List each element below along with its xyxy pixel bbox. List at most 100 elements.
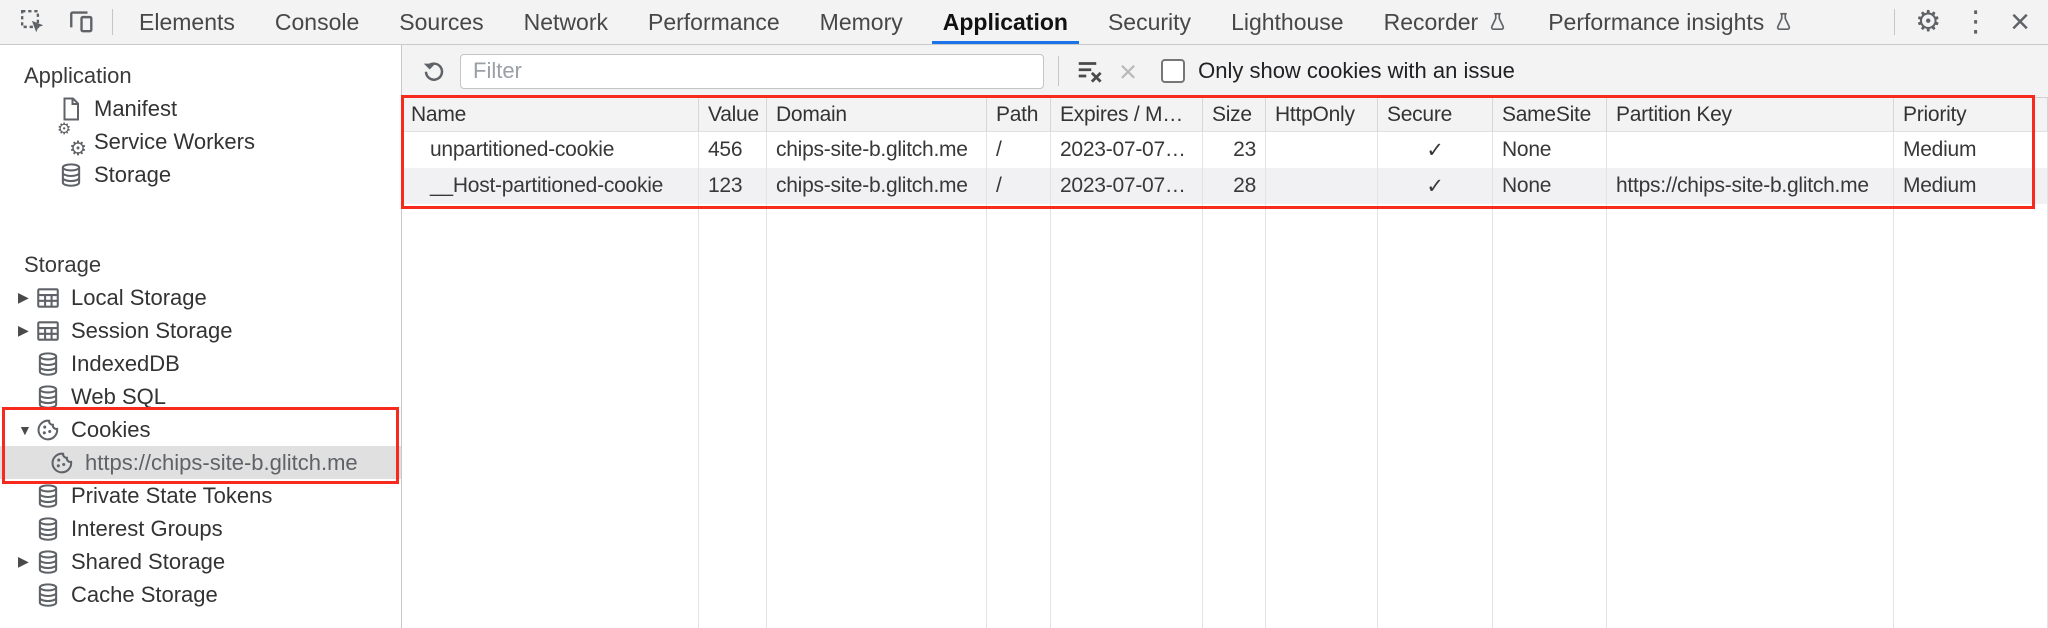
database-icon <box>34 548 62 576</box>
table-row-cell[interactable] <box>1607 132 1894 168</box>
table-row-cell-secure-check[interactable]: ✓ <box>1378 168 1493 204</box>
column-header-samesite[interactable]: SameSite <box>1493 98 1607 132</box>
tab-memory[interactable]: Memory <box>819 8 903 35</box>
sidebar-item-label: IndexedDB <box>71 350 180 376</box>
tab-performance-insights[interactable]: Performance insights <box>1528 0 1814 44</box>
sidebar-item-cache-storage[interactable]: Cache Storage <box>0 578 401 611</box>
table-row-cell[interactable]: 2023-07-07… <box>1051 168 1203 204</box>
table-row-cell[interactable]: Medium <box>1894 132 2048 168</box>
table-row-cell[interactable]: unpartitioned-cookie <box>402 132 699 168</box>
close-icon[interactable]: × <box>2010 3 2030 41</box>
column-header-httponly[interactable]: HttpOnly <box>1266 98 1378 132</box>
tab-strip: Elements Console Sources Network Perform… <box>119 0 1814 44</box>
only-issue-cookies-label: Only show cookies with an issue <box>1198 58 1515 83</box>
table-filler-cell <box>1266 204 1378 628</box>
sidebar-item-label: Session Storage <box>71 317 233 343</box>
table-row-cell[interactable] <box>1266 132 1378 168</box>
only-issue-cookies-checkbox[interactable] <box>1161 59 1186 83</box>
sidebar-item-label: Service Workers <box>94 128 255 154</box>
sidebar-item-session-storage[interactable]: ▶ Session Storage <box>0 314 401 347</box>
table-filler-cell <box>1051 204 1203 628</box>
column-header-name[interactable]: Name <box>402 98 699 132</box>
sidebar-item-service-workers[interactable]: ⚙⚙ Service Workers <box>0 121 401 159</box>
filter-input[interactable] <box>460 53 1044 89</box>
tab-lighthouse[interactable]: Lighthouse <box>1231 8 1344 35</box>
application-panel: Application Manifest ⚙⚙ Service Workers <box>0 45 2048 628</box>
chevron-right-icon[interactable]: ▶ <box>18 553 29 569</box>
table-filler-cell <box>1607 204 1894 628</box>
tab-elements[interactable]: Elements <box>139 8 235 35</box>
table-row-cell[interactable]: 2023-07-07… <box>1051 132 1203 168</box>
table-filler-cell <box>1203 204 1266 628</box>
table-row-cell[interactable]: 23 <box>1203 132 1266 168</box>
sidebar-item-indexeddb[interactable]: IndexedDB <box>0 347 401 380</box>
sidebar-section-storage: Storage ▶ Local Storage ▶ <box>0 248 401 611</box>
clear-filter-icon[interactable] <box>1073 54 1107 88</box>
sidebar-item-label: Storage <box>94 161 172 187</box>
column-header-size[interactable]: Size <box>1203 98 1266 132</box>
gear-icon[interactable]: ⚙ <box>1915 5 1942 38</box>
table-filler-cell <box>767 204 987 628</box>
column-header-secure[interactable]: Secure <box>1378 98 1493 132</box>
database-icon <box>34 383 62 411</box>
chevron-down-icon[interactable]: ▼ <box>18 421 32 438</box>
cookies-toolbar: × Only show cookies with an issue <box>402 45 2048 98</box>
database-icon <box>34 482 62 510</box>
tab-network[interactable]: Network <box>523 8 608 35</box>
flask-icon <box>1773 10 1794 35</box>
refresh-icon[interactable] <box>417 54 451 88</box>
chevron-right-icon[interactable]: ▶ <box>18 289 29 305</box>
table-row-cell[interactable]: None <box>1493 132 1607 168</box>
sidebar-item-manifest[interactable]: Manifest <box>0 92 401 125</box>
table-row-cell[interactable]: chips-site-b.glitch.me <box>767 168 987 204</box>
sidebar-item-private-state-tokens[interactable]: Private State Tokens <box>0 479 401 512</box>
column-header-priority[interactable]: Priority <box>1894 98 2048 132</box>
sidebar-item-cookies[interactable]: ▼ Cookies <box>0 413 401 446</box>
tab-recorder[interactable]: Recorder <box>1364 0 1529 44</box>
table-icon <box>34 317 62 345</box>
tabbar-right-controls: ⚙ ⋮ × <box>1894 5 2048 39</box>
tab-security[interactable]: Security <box>1107 8 1192 35</box>
tabbar-tool-icons <box>0 4 112 40</box>
table-filler-cell <box>402 204 699 628</box>
database-icon <box>34 350 62 378</box>
tab-performance[interactable]: Performance <box>648 8 780 35</box>
table-row-cell[interactable]: 123 <box>699 168 767 204</box>
tab-sources[interactable]: Sources <box>399 8 484 35</box>
sidebar-item-shared-storage[interactable]: ▶ Shared Storage <box>0 545 401 578</box>
inspect-icon[interactable] <box>14 4 52 40</box>
flask-icon <box>1487 10 1508 35</box>
column-header-expires[interactable]: Expires / M… <box>1051 98 1203 132</box>
table-row-cell[interactable]: / <box>987 168 1051 204</box>
table-row-cell[interactable]: None <box>1493 168 1607 204</box>
sidebar-item-cookie-origin[interactable]: https://chips-site-b.glitch.me <box>0 446 401 479</box>
sidebar-item-web-sql[interactable]: Web SQL <box>0 380 401 413</box>
table-row-cell-secure-check[interactable]: ✓ <box>1378 132 1493 168</box>
column-header-path[interactable]: Path <box>987 98 1051 132</box>
table-row-cell[interactable]: chips-site-b.glitch.me <box>767 132 987 168</box>
table-row-cell[interactable]: 456 <box>699 132 767 168</box>
sidebar-item-interest-groups[interactable]: Interest Groups <box>0 512 401 545</box>
table-row-cell[interactable]: __Host-partitioned-cookie <box>402 168 699 204</box>
column-header-value[interactable]: Value <box>699 98 767 132</box>
chevron-right-icon[interactable]: ▶ <box>18 322 29 338</box>
database-icon <box>57 161 85 189</box>
column-header-partition-key[interactable]: Partition Key <box>1607 98 1894 132</box>
table-row-cell[interactable]: 28 <box>1203 168 1266 204</box>
tab-console[interactable]: Console <box>274 8 360 35</box>
cookie-icon <box>34 416 62 444</box>
database-icon <box>34 581 62 609</box>
kebab-menu-icon[interactable]: ⋮ <box>1961 5 1991 38</box>
sidebar-item-local-storage[interactable]: ▶ Local Storage <box>0 281 401 314</box>
table-row-cell[interactable] <box>1266 168 1378 204</box>
clear-cookies-icon[interactable]: × <box>1119 53 1138 89</box>
column-header-domain[interactable]: Domain <box>767 98 987 132</box>
table-row-cell[interactable]: Medium <box>1894 168 2048 204</box>
table-filler-cell <box>1493 204 1607 628</box>
table-row-cell[interactable]: https://chips-site-b.glitch.me <box>1607 168 1894 204</box>
device-toolbar-icon[interactable] <box>62 4 100 40</box>
sidebar-item-storage[interactable]: Storage <box>0 158 401 191</box>
sidebar-item-label: Interest Groups <box>71 515 223 541</box>
table-row-cell[interactable]: / <box>987 132 1051 168</box>
tab-application[interactable]: Application <box>923 0 1088 44</box>
